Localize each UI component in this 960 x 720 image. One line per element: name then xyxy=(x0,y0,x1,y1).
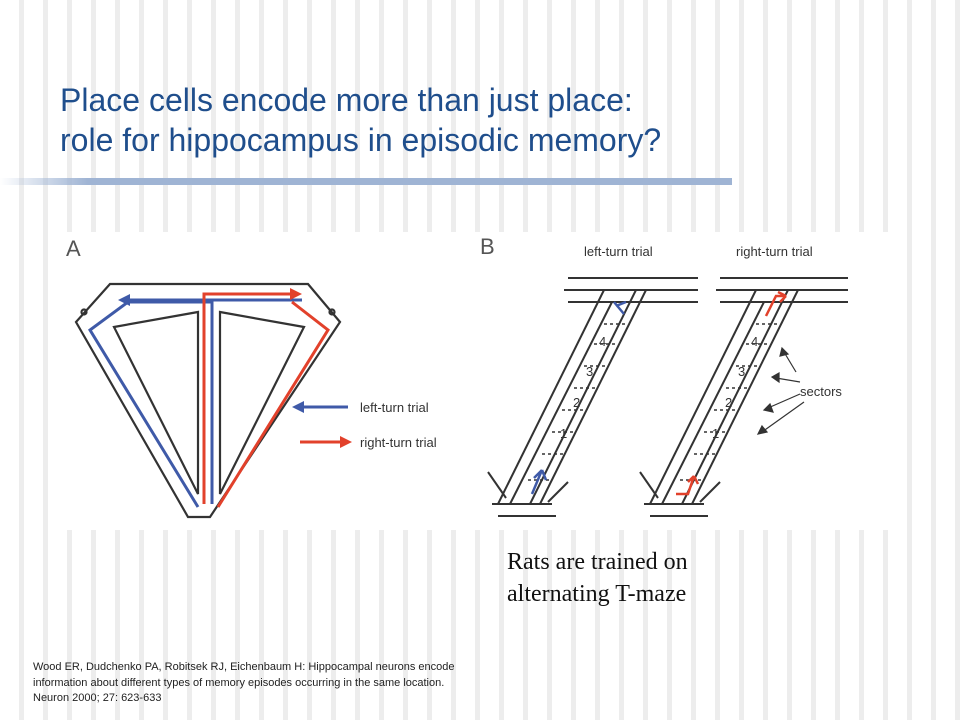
panel-a-legend: left-turn trial right-turn trial xyxy=(292,400,437,450)
maze2-sector-4: 4 xyxy=(751,334,758,349)
trial-right-label: right-turn trial xyxy=(736,244,813,259)
panel-a-maze xyxy=(74,282,342,519)
title-underline xyxy=(0,178,732,185)
legend-left-turn: left-turn trial xyxy=(360,400,429,415)
maze1-sector-1: 1 xyxy=(560,426,567,441)
caption-line-2: alternating T-maze xyxy=(507,581,687,607)
figure: A left-turn trial right-turn trial B le xyxy=(48,232,888,530)
trial-left-label: left-turn trial xyxy=(584,244,653,259)
maze2-bottom-arrow-icon xyxy=(676,475,700,496)
maze-left-turn xyxy=(487,277,698,517)
maze-right-turn xyxy=(639,277,848,517)
panel-a-label: A xyxy=(66,236,81,261)
legend-left-arrow-icon xyxy=(292,401,304,413)
sectors-label: sectors xyxy=(800,384,842,399)
right-turn-arrowhead xyxy=(290,288,302,300)
maze-inner-left-wall xyxy=(112,310,200,495)
caption-line-1: Rats are trained on xyxy=(507,549,688,575)
maze2-sector-3: 3 xyxy=(738,364,745,379)
legend-right-arrow-icon xyxy=(340,436,352,448)
figure-drawing: A left-turn trial right-turn trial B le xyxy=(66,234,848,519)
maze-left-sector-lines xyxy=(528,323,628,481)
maze1-sector-2: 2 xyxy=(573,395,580,410)
maze2-sector-1: 1 xyxy=(712,426,719,441)
maze1-sector-3: 3 xyxy=(586,364,593,379)
slide-title: Place cells encode more than just place:… xyxy=(60,80,860,160)
panel-b-label: B xyxy=(480,234,495,259)
title-line-1: Place cells encode more than just place: xyxy=(60,82,633,118)
citation-line-2: information about different types of mem… xyxy=(33,676,445,689)
maze1-top-arrow-icon xyxy=(613,300,627,315)
right-turn-path xyxy=(202,292,292,504)
citation-line-3: Neuron 2000; 27: 623-633 xyxy=(33,692,162,704)
maze2-top-arrow-icon xyxy=(764,290,787,317)
left-turn-arrowhead xyxy=(118,294,130,306)
reward-well-right xyxy=(328,308,336,316)
citation-line-1: Wood ER, Dudchenko PA, Robitsek RJ, Eich… xyxy=(33,661,455,673)
legend-right-turn: right-turn trial xyxy=(360,435,437,450)
reward-well-left xyxy=(80,308,88,316)
maze1-bottom-arrow-icon xyxy=(530,469,548,495)
maze-inner-right-wall xyxy=(218,310,306,495)
title-line-2: role for hippocampus in episodic memory? xyxy=(60,122,662,158)
right-turn-return xyxy=(216,300,330,508)
panel-a-trajectories xyxy=(88,288,330,508)
left-turn-path xyxy=(88,300,214,508)
figure-caption: Rats are trained on alternating T-maze xyxy=(507,546,807,610)
citation: Wood ER, Dudchenko PA, Robitsek RJ, Eich… xyxy=(33,660,593,707)
maze2-sector-2: 2 xyxy=(725,395,732,410)
maze1-sector-4: 4 xyxy=(599,334,606,349)
sectors-pointer-arrows xyxy=(756,346,805,435)
maze-outer-wall xyxy=(74,282,342,519)
